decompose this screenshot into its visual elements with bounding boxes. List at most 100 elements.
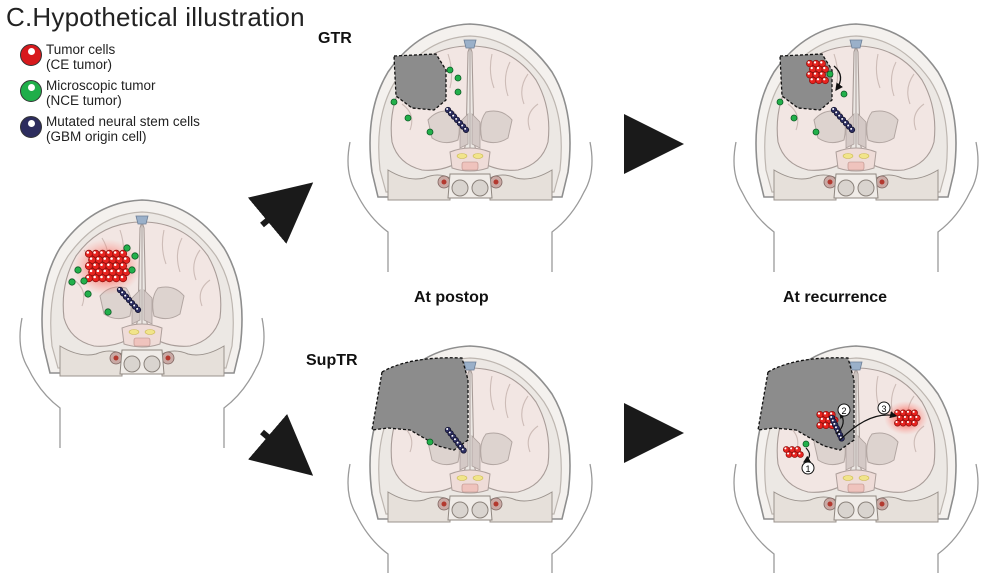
tumor-cell [894,419,901,427]
tumor-cell-highlight [807,72,810,75]
tumor-cell-highlight [895,410,898,413]
tumor-cell-highlight [103,269,106,273]
at-recurrence-label: At recurrence [783,289,888,306]
tumor-cell [791,451,799,458]
legend-label: Mutated neural stem cells [46,114,200,129]
arrow-to-suptr [248,413,314,476]
at-postop-label: At postop [414,289,489,306]
tumor-cell-highlight [96,257,100,260]
nce-cell [812,128,820,136]
legend-item-neural-stem-cells: Mutated neural stem cells (GBM origin ce… [20,114,200,144]
stem-cell-highlight [449,111,452,114]
tumor-cell-highlight [107,275,110,279]
tumor-cell-highlight [813,72,817,75]
stem-cell-highlight [455,117,458,120]
tumor-cell-highlight [816,66,820,70]
stem-cell-highlight [136,307,139,310]
tumor-cell-highlight [810,66,813,70]
tumor-cell-highlight [816,78,820,81]
tumor-cell-highlight [93,263,96,266]
tumor-cell-highlight [823,78,826,81]
stem-cell-highlight [446,108,449,110]
nce-cell [446,66,454,74]
tumor-cell-highlight [807,61,810,64]
nce-cell [426,438,434,446]
tumor-cell-highlight [906,421,909,424]
stem-cells-gtr-rec [830,106,856,133]
stem-cell-highlight [461,124,464,127]
route-arrow-1 [802,447,811,463]
tumor-cell-highlight [120,263,124,266]
tumor-cell-highlight [113,251,117,254]
route-arrow-3 [839,411,898,441]
legend-label: Tumor cells [46,42,116,57]
tumor-cell-highlight [810,78,813,81]
tumor-cell-highlight [86,275,90,279]
stem-cell-highlight [833,422,836,425]
tumor-cell-highlight [113,263,117,266]
tumor-cell-highlight [830,412,833,415]
step-marker-1: 1 [801,461,815,475]
stem-cell-highlight [456,441,459,444]
tumor-cell [816,421,824,429]
tumor-cell-highlight [103,257,106,260]
tumor-cell [809,76,817,85]
step-number: 1 [805,464,810,474]
legend-label: Microscopic tumor [46,78,156,93]
tumor-cell-highlight [895,421,898,424]
tumor-cell [911,419,918,427]
brain-coronal-section [19,199,265,449]
tumor-cluster-initial [84,249,131,283]
tumor-cell [822,421,830,429]
nce-cell [790,114,798,122]
brain-gtr-recurrence [733,23,979,273]
step-number: 2 [841,406,846,416]
stem-cell-highlight [835,111,838,114]
nce-cells-initial [68,244,139,316]
stem-cell-highlight [834,426,837,429]
nce-cell [840,90,848,98]
tumor-cell-highlight [901,421,904,424]
tumor-cell-highlight [120,275,124,279]
nce-cell [131,252,139,260]
tumor-cell-highlight [89,257,93,260]
nce-cell [404,114,412,122]
gtr-label: GTR [318,30,352,47]
stem-cell-highlight [458,121,461,124]
tumor-cell-highlight [86,263,90,266]
arrow-to-gtr [247,182,314,244]
stem-cell-highlight [464,127,467,130]
stem-cell-highlight [127,297,130,300]
tumor-cell-highlight [798,452,801,455]
tumor-cell [91,274,100,283]
tumor-cell-highlight [813,61,817,64]
tumor-cell-highlight [100,251,103,254]
tumor-cell-highlight [110,269,113,273]
nce-cell [80,277,88,285]
stem-cell [848,126,856,133]
brain-suptr-recurrence: 1 2 3 [733,345,979,573]
nce-cell [104,308,112,316]
suptr-label: SupTR [306,352,358,369]
tumor-cell-highlight [820,72,823,75]
nce-cells-gtr [390,66,462,136]
stem-cells-suptr [444,426,467,454]
stem-cell-highlight [121,291,124,294]
tumor-cell-highlight [93,275,96,279]
resection-cavity [393,53,447,111]
step-marker-2: 2 [837,403,851,417]
stem-cell-highlight [831,419,834,422]
tumor-cell-highlight [110,257,113,260]
tumor-cell-highlight [86,251,90,254]
resection-cavity [371,357,469,451]
tumor-cell-highlight [823,423,827,426]
legend-sublabel: (CE tumor) [46,57,113,72]
brain-suptr-postop [347,345,593,573]
tumor-cell [821,76,829,85]
tumor-cell [98,274,107,283]
nce-cell [776,98,784,106]
stem-cell-highlight [461,448,464,451]
green-cell-icon [20,80,42,102]
stem-cell-highlight [133,304,136,307]
figure-title: C.Hypothetical illustration [6,2,305,32]
